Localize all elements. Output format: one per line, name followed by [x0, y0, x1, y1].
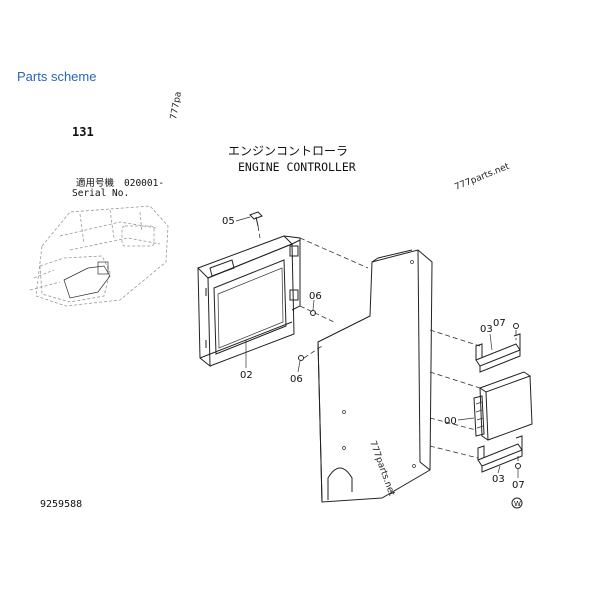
- screw-07-upper: [513, 323, 519, 340]
- callout-07-lower: 07: [512, 480, 525, 491]
- title-english: ENGINE CONTROLLER: [238, 160, 356, 174]
- screw-06-upper: [310, 299, 316, 316]
- mounting-plate: [317, 249, 433, 503]
- callout-03-upper: 03: [480, 324, 493, 335]
- screw-06-lower: [297, 355, 304, 373]
- bracket-03-lower: [477, 435, 523, 473]
- callout-05: 05: [222, 216, 235, 227]
- serial-label-japanese: 適用号機: [76, 177, 115, 189]
- screw-07-lower: [515, 456, 521, 478]
- parts-scheme-link[interactable]: Parts scheme: [17, 69, 97, 84]
- page-number: 131: [72, 125, 94, 139]
- watermark-center: 777parts.net: [367, 440, 396, 498]
- callout-06-upper: 06: [309, 291, 322, 302]
- display-panel: [197, 235, 301, 368]
- machine-thumbnail: [29, 205, 169, 307]
- w-mark: W: [511, 497, 523, 509]
- drawing-number: 9259588: [40, 499, 82, 510]
- callout-06-lower: 06: [290, 374, 303, 385]
- w-mark-label: W: [514, 500, 521, 508]
- serial-value: 020001-: [124, 178, 164, 189]
- bolt-05: [249, 211, 263, 239]
- serial-label-english: Serial No.: [72, 188, 129, 199]
- callout-02: 02: [240, 370, 253, 381]
- engine-controller-box: [473, 371, 533, 441]
- title-japanese: エンジンコントローラ: [228, 144, 348, 158]
- callout-03-lower: 03: [492, 474, 505, 485]
- callout-00: 00: [444, 416, 457, 427]
- callout-07-upper: 07: [493, 318, 506, 329]
- bracket-03-upper: [475, 333, 521, 373]
- watermark-right: 777parts.net: [453, 162, 511, 193]
- watermark-top: 777pa: [169, 91, 184, 121]
